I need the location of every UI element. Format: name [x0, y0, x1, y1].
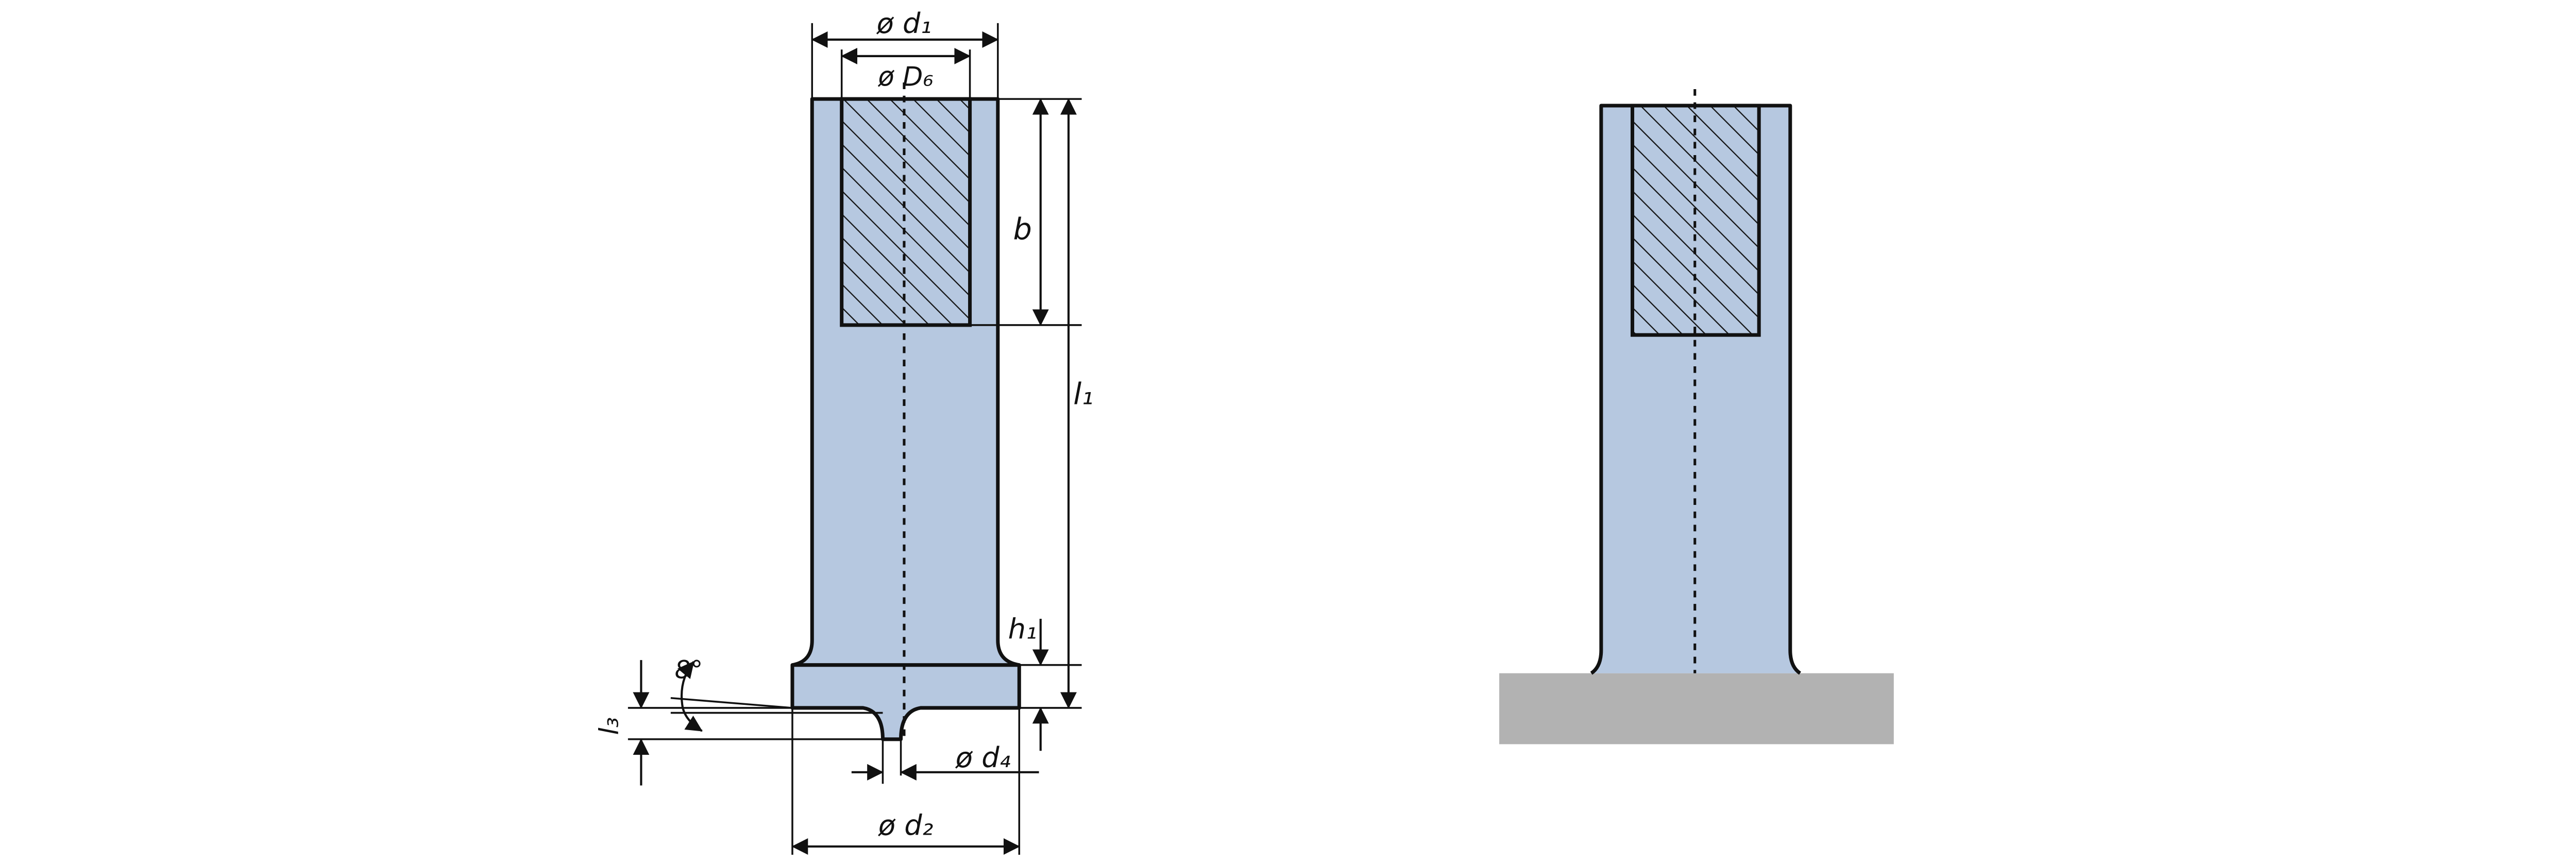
- label-l1: l₁: [1073, 377, 1093, 412]
- label-d4: ø d₄: [955, 741, 1011, 774]
- stud-left-view: ø d₁ ø D₆ b l₁ h₁ 8° l₃ ø d₄ ø d₂: [595, 7, 1093, 855]
- label-b: b: [1013, 212, 1031, 246]
- threaded-bore: [840, 97, 972, 327]
- label-angle: 8°: [675, 655, 703, 684]
- label-h1: h₁: [1008, 613, 1037, 645]
- label-l3: l₃: [595, 717, 625, 735]
- label-d2: ø d₂: [878, 809, 934, 841]
- dim-angle-arc: [677, 661, 703, 732]
- label-D6: ø D₆: [878, 62, 934, 92]
- label-d1: ø d₁: [876, 7, 932, 40]
- base-plate: [1499, 673, 1894, 744]
- stud-right-view: [1499, 89, 1894, 744]
- dimension-lines: [633, 31, 1077, 855]
